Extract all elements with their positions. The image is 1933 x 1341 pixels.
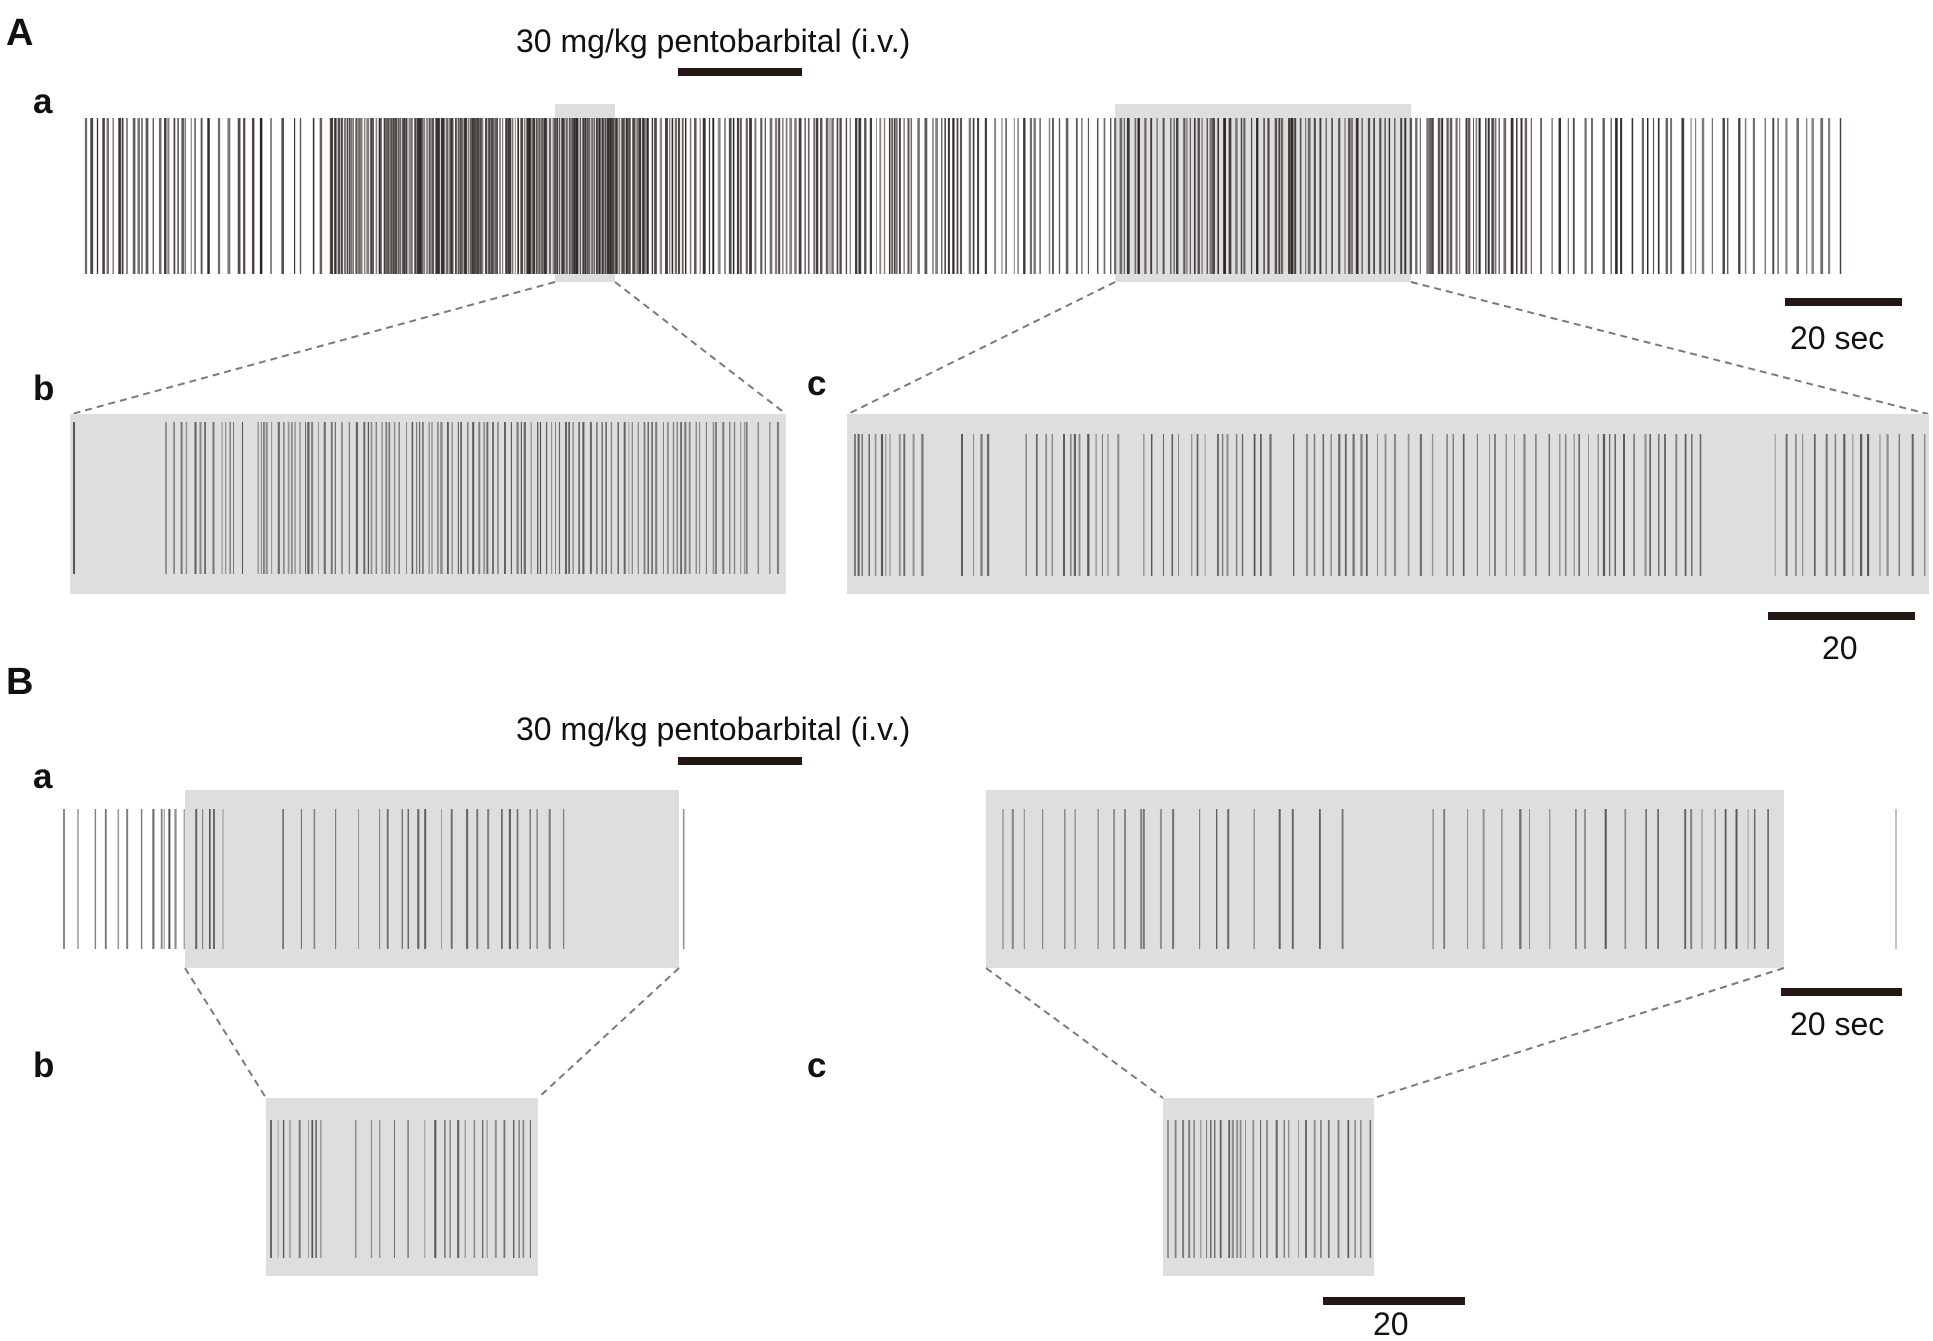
panel-b-b-zoom-box — [266, 1098, 538, 1276]
panel-a-c-zoom-box — [847, 414, 1929, 594]
panel-a-connector-b-left — [71, 281, 556, 415]
panel-a-scale-label-zoom: 20 — [1822, 630, 1858, 666]
panel-a-drug-label: 30 mg/kg pentobarbital (i.v.) — [516, 23, 910, 59]
panel-b-scale-label-zoom: 20 — [1373, 1306, 1409, 1341]
panel-b-scale-label-main: 20 sec — [1790, 1006, 1884, 1042]
panel-a-scale-label-main: 20 sec — [1790, 320, 1884, 356]
panel-a-b-zoom-box — [70, 414, 786, 594]
panel-a-connector-c-left — [847, 281, 1116, 415]
panel-a-b-spike-train — [72, 422, 780, 574]
panel-a-connector-b-right — [614, 281, 787, 415]
panel-b-letter: B — [6, 661, 33, 703]
panel-b-connector-b-left — [184, 967, 267, 1099]
panel-b-b-spike-train — [270, 1120, 531, 1258]
panel-b-sub-b: b — [33, 1046, 54, 1085]
panel-a-connector-c-right — [1410, 281, 1929, 415]
panel-a-a-spike-train — [84, 118, 1842, 274]
panel-b-connector-c-right — [1373, 967, 1785, 1099]
panel-b-c-spike-train — [1167, 1120, 1372, 1258]
panel-a-sub-a: a — [33, 82, 53, 121]
panel-a-sub-b: b — [33, 369, 54, 408]
panel-b-connector-b-right — [537, 967, 680, 1099]
panel-b-sub-c: c — [807, 1046, 826, 1085]
panel-a-sub-c: c — [807, 364, 826, 403]
panel-a-highlight-c — [1115, 104, 1411, 282]
panel-b-drug-label: 30 mg/kg pentobarbital (i.v.) — [516, 711, 910, 747]
panel-a-c-spike-train — [854, 434, 1926, 576]
panel-b-a-spike-train — [62, 809, 1897, 949]
panel-a-letter: A — [6, 12, 33, 54]
panel-b-sub-a: a — [33, 757, 53, 796]
panel-b-highlight-b — [185, 790, 679, 968]
panel-b-connector-c-left — [985, 967, 1164, 1099]
panel-b-highlight-c — [986, 790, 1784, 968]
